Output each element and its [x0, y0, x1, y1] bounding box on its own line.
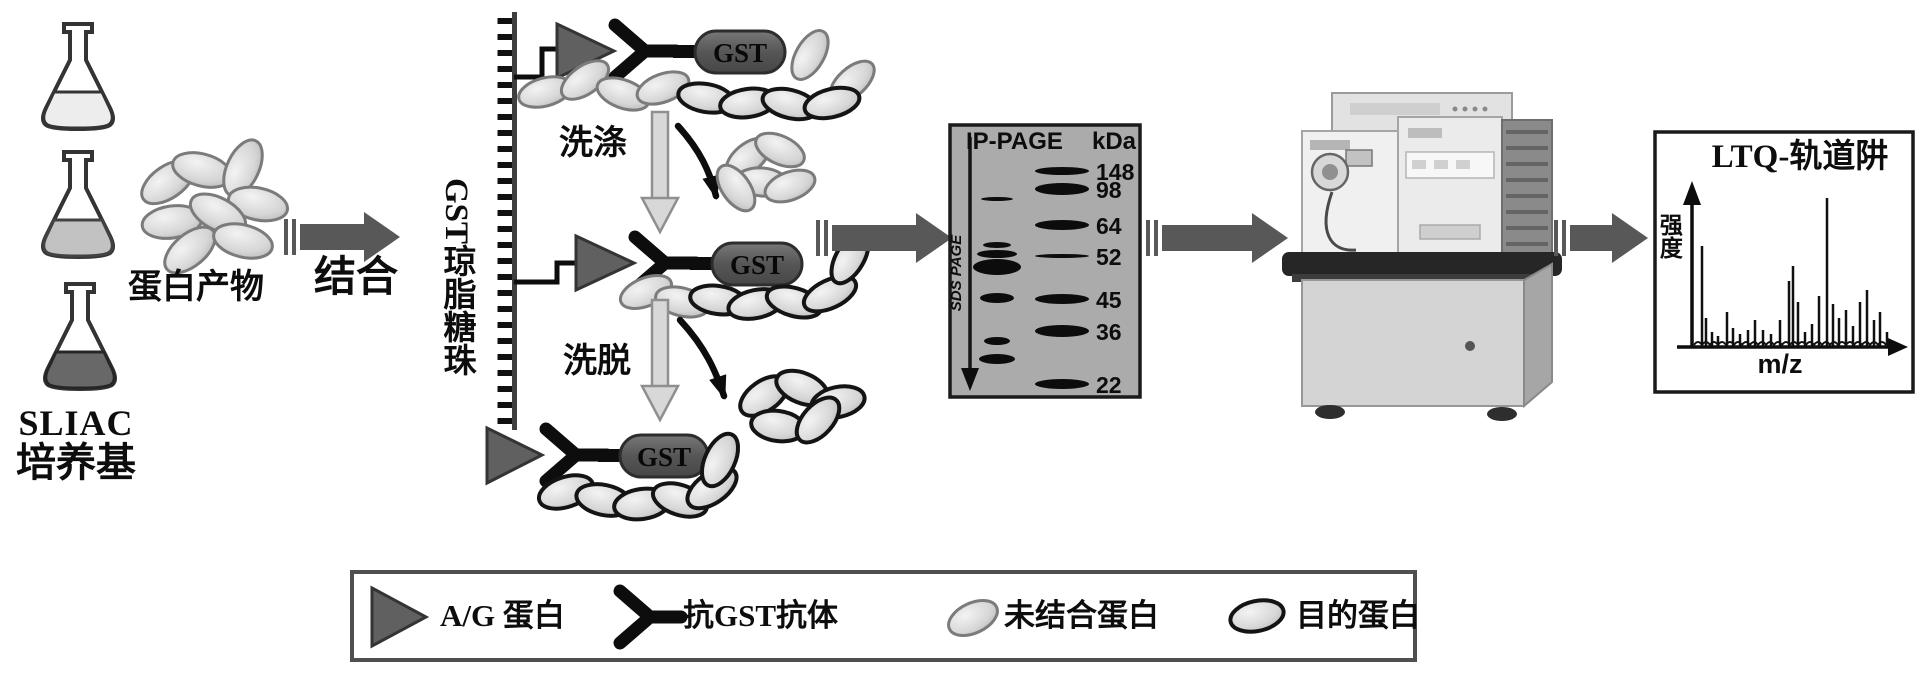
protein-products-label: 蛋白产物 [128, 269, 264, 306]
complex-row-2: GST [574, 233, 804, 293]
marker-value: 148 [1096, 159, 1135, 185]
marker-band [1035, 379, 1089, 389]
wash-down-arrow [639, 110, 681, 235]
anti-gst-antibody-icon [615, 25, 676, 77]
protein-ag-triangle-icon [574, 233, 638, 293]
legend-label-ag-protein: A/G 蛋白 [440, 598, 565, 633]
silac-label-zh: 培养基 [16, 440, 136, 485]
target-protein-ovals-row3 [536, 431, 741, 522]
legend-label-anti-gst: 抗GST抗体 [683, 598, 839, 633]
legend-protein-ag-triangle-icon [370, 585, 430, 649]
flow-arrow-to-ms [1146, 213, 1288, 263]
anti-gst-antibody-icon [546, 429, 607, 481]
legend-label-unbound: 未结合蛋白 [1004, 598, 1159, 633]
sample-band [977, 250, 1017, 258]
bead-connector-1 [514, 46, 558, 80]
elution-label: 洗脱 [563, 343, 631, 380]
sample-band [973, 259, 1021, 275]
sample-band [980, 293, 1014, 303]
legend-target-protein-icon [1228, 598, 1286, 634]
beads-label: GST琼脂糖珠 [437, 177, 474, 377]
gel-marker-bands [1035, 167, 1089, 389]
marker-value: 36 [1096, 319, 1122, 345]
flow-arrow-to-gel [816, 213, 952, 263]
gst-tag-label: GST [713, 38, 767, 68]
flask-icon-light [41, 22, 115, 131]
sample-band [979, 354, 1015, 364]
spectrum-title: LTQ-轨道阱 [1711, 139, 1889, 175]
protein-products-cluster [140, 138, 290, 275]
intensity-axis-label: 强度 [1656, 213, 1682, 259]
complex-row-3: GST [485, 425, 710, 486]
flow-arrow-to-spectrum [1554, 213, 1648, 263]
bead-column [497, 12, 517, 430]
gel-kda-label: kDa [1091, 128, 1136, 155]
target-protein-ovals-row1 [676, 81, 862, 122]
sample-band [984, 337, 1010, 345]
gel-sample-bands [973, 197, 1021, 364]
elution-discard-arrow [676, 316, 728, 400]
sample-band [983, 242, 1011, 248]
marker-band [1035, 254, 1089, 258]
wash-discard-arrow [674, 122, 720, 200]
sample-band [981, 197, 1013, 201]
binding-label: 结合 [313, 255, 398, 301]
legend-unbound-protein-icon [947, 599, 999, 637]
flask-icon-dark [43, 282, 117, 391]
marker-band [1035, 220, 1089, 230]
wash-label: 洗涤 [559, 125, 627, 162]
protein-ag-triangle-icon [485, 425, 546, 486]
spectrum-panel [1653, 130, 1915, 394]
unbound-protein-ovals-washed [715, 131, 817, 213]
mass-spectrometer-photo [1282, 92, 1562, 421]
marker-band [1035, 183, 1089, 195]
marker-value: 98 [1096, 177, 1122, 203]
gst-capsule [693, 29, 787, 75]
marker-band [1035, 294, 1089, 304]
marker-value: 45 [1096, 287, 1122, 313]
elution-down-arrow [639, 298, 681, 423]
marker-value: 22 [1096, 372, 1122, 398]
binding-flow-arrow [284, 212, 400, 262]
gel-title: IP-PAGE [966, 128, 1063, 155]
marker-band [1035, 325, 1089, 337]
gst-capsule [710, 241, 804, 287]
unbound-protein-ovals-row1 [517, 29, 876, 112]
bead-connector-2 [514, 260, 577, 285]
marker-value: 64 [1096, 213, 1122, 239]
legend-box [350, 570, 1417, 662]
mz-axis-label: m/z [1757, 349, 1803, 379]
marker-value: 52 [1096, 244, 1122, 270]
target-protein-ovals-eluted [738, 368, 867, 445]
gst-tag-label: GST [637, 442, 691, 472]
silac-label-en: SLIAC [18, 403, 134, 443]
legend-label-target: 目的蛋白 [1296, 598, 1420, 633]
marker-band [1035, 167, 1089, 175]
spectrum-peaks [1700, 198, 1889, 346]
flask-icon-medium [41, 150, 115, 259]
sds-page-label: SDS PAGE [948, 234, 965, 312]
gst-tag-label: GST [730, 250, 784, 280]
